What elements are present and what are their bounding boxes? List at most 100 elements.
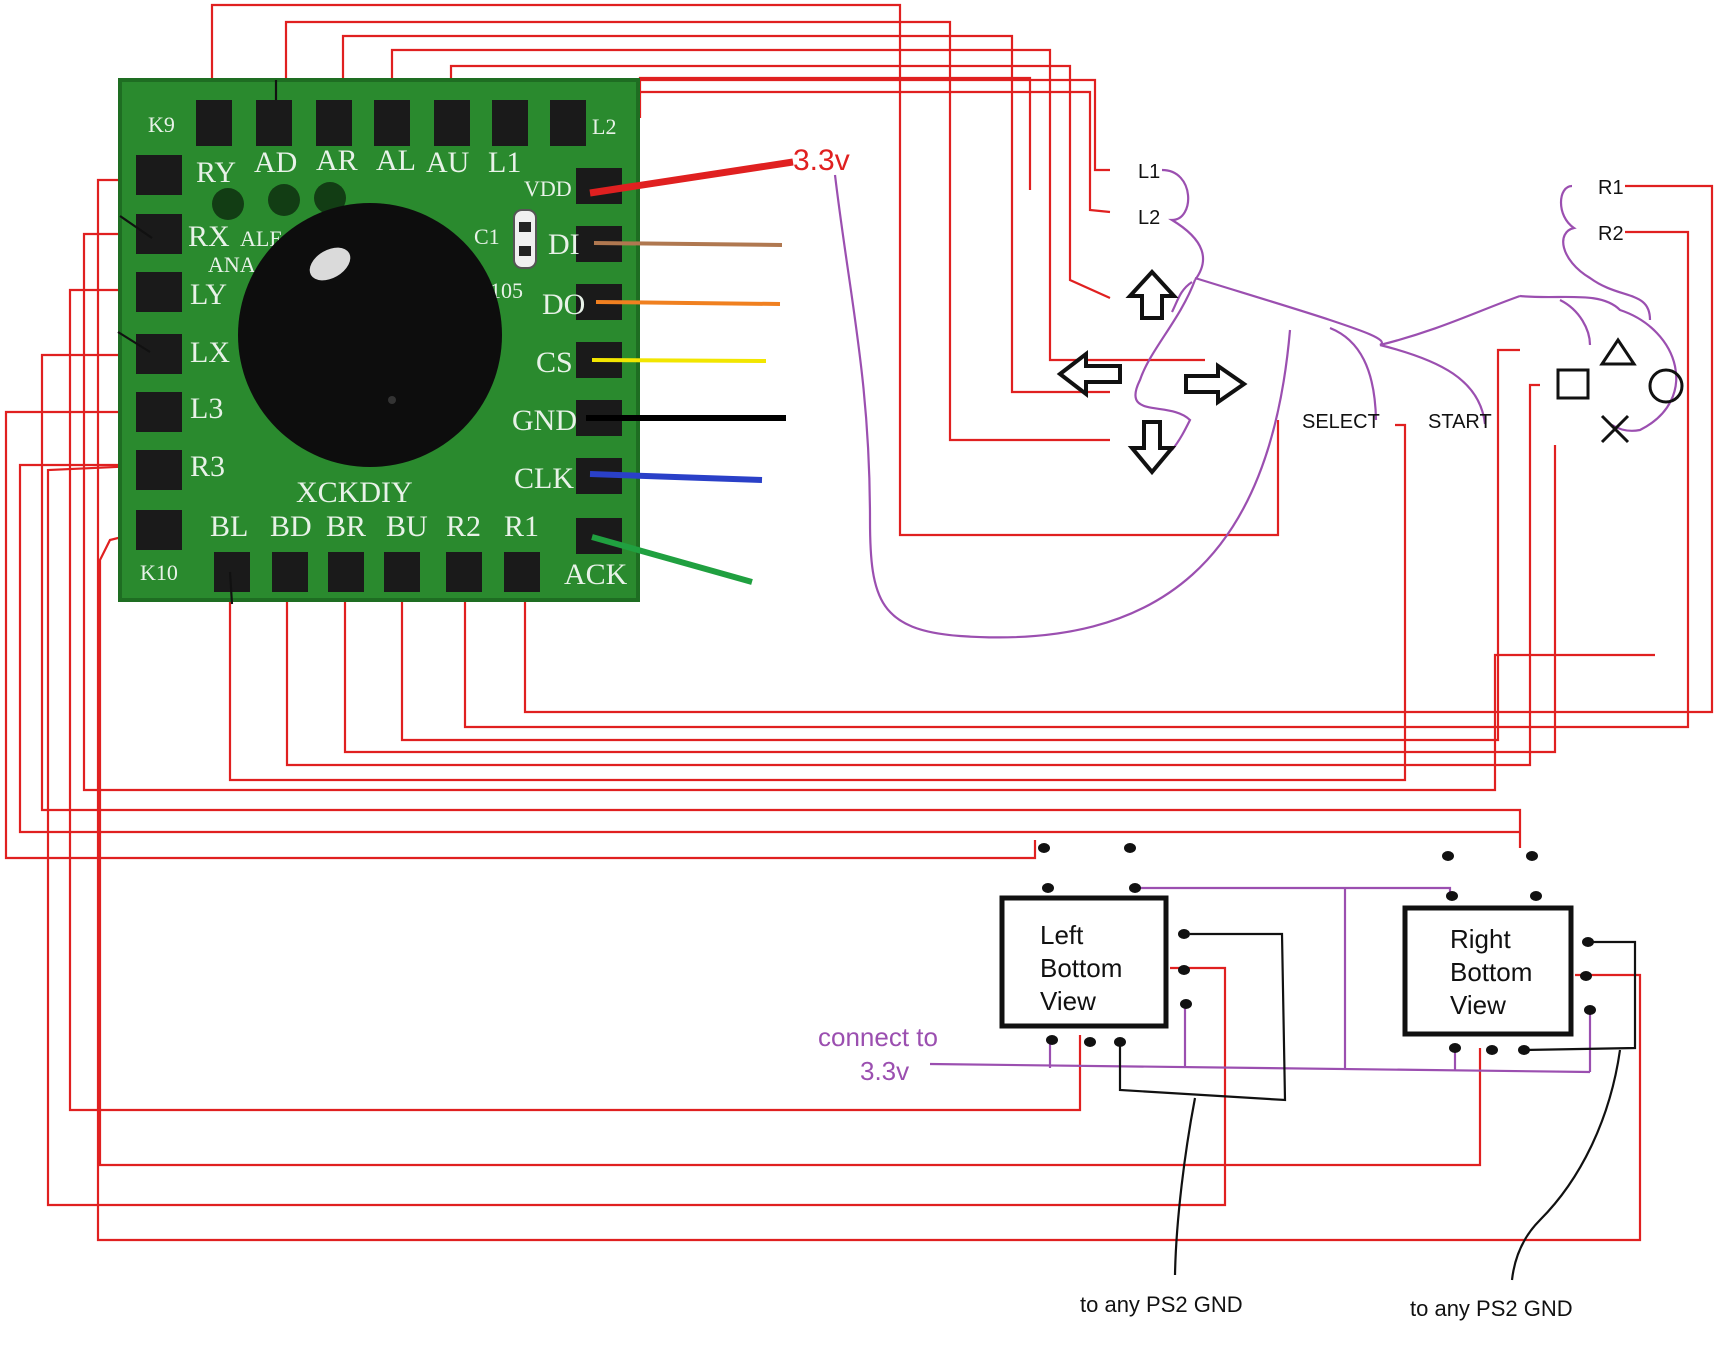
- silk-ack: ACK: [564, 558, 628, 591]
- component-dot-1: [212, 188, 244, 220]
- power-label: 3.3v: [793, 144, 850, 177]
- wire-br: [343, 445, 1557, 754]
- pad-top-2: [256, 100, 292, 146]
- pad-bot-5: [446, 552, 482, 592]
- wire-rx: [96, 178, 1642, 1242]
- vcc-up: [1171, 281, 1193, 313]
- vcc-dpad: [1134, 279, 1197, 451]
- silk-gnd: GND: [512, 404, 577, 437]
- label-select: SELECT: [1302, 411, 1380, 433]
- module-left-line1: Left: [1040, 920, 1084, 950]
- silk-rx: RX: [188, 220, 230, 253]
- label-l1: L1: [1138, 161, 1160, 183]
- silk-br: BR: [326, 510, 366, 543]
- module-left-line2: Bottom: [1040, 953, 1122, 983]
- tick-2: [117, 331, 151, 353]
- module-right-box: [1402, 905, 1574, 1037]
- arrow-up-icon: [1125, 269, 1179, 320]
- pin-ll-2: [1124, 843, 1136, 853]
- arrow-left-icon: [1056, 349, 1122, 399]
- module-right-line3: View: [1450, 990, 1506, 1020]
- vcc-start: [1379, 343, 1487, 425]
- controller-board: K9 RY AD AR AL AU L1 L2 RX ALE ANA LY LX…: [117, 78, 640, 605]
- label-r2: R2: [1598, 223, 1624, 245]
- silk-r2: R2: [446, 510, 481, 543]
- pad-left-1: [136, 155, 182, 195]
- wire-lx: [68, 288, 1082, 1112]
- silk-r3: R3: [190, 450, 225, 483]
- silk-ly: LY: [190, 278, 227, 311]
- wire-k9: [210, 3, 1280, 537]
- pin-ll-3: [1042, 883, 1054, 893]
- vcc-bottom: [929, 1062, 1591, 1074]
- capacitor-c1: [513, 209, 537, 269]
- pin-rr-4: [1530, 891, 1542, 901]
- capacitor-pad-1: [519, 222, 531, 232]
- pin-rr-5: [1582, 937, 1594, 947]
- pad-left-7: [136, 510, 182, 550]
- wire-ad: [341, 34, 1110, 394]
- pad-top-5: [434, 100, 470, 146]
- wire-vdd: [589, 158, 794, 197]
- silk-l1: L1: [488, 146, 521, 179]
- silk-ana: ANA: [208, 252, 256, 277]
- controller-layout: L1 L2 R1 R2 SELECT START: [1056, 161, 1684, 476]
- silk-l3: L3: [190, 392, 223, 425]
- vcc-select: [1329, 326, 1378, 421]
- label-l2: L2: [1138, 207, 1160, 229]
- pad-left-2: [136, 214, 182, 254]
- pin-ll-7: [1180, 999, 1192, 1009]
- pad-bot-1: [214, 552, 250, 592]
- arrow-down-icon: [1127, 420, 1177, 476]
- wire-l3: [40, 353, 1522, 848]
- vcc-triangle: [1559, 299, 1592, 346]
- capacitor-pad-2: [519, 246, 531, 256]
- wire-do: [595, 300, 781, 306]
- wire-k10: [98, 528, 1482, 1167]
- silk-di: DI: [548, 228, 580, 261]
- wire-r1: [523, 184, 1714, 714]
- gnd-note-right: to any PS2 GND: [1410, 1296, 1573, 1321]
- vcc-main: [833, 174, 1292, 639]
- label-r1: R1: [1598, 177, 1624, 199]
- component-dot-2: [268, 184, 300, 216]
- joystick-dot: [388, 396, 396, 404]
- module-left-box: [999, 895, 1169, 1029]
- pin-ll-6: [1178, 965, 1190, 975]
- wire-bl: [228, 423, 1407, 782]
- wire-bu: [400, 348, 1520, 742]
- pad-top-4: [374, 100, 410, 146]
- pin-ll-1: [1038, 843, 1050, 853]
- pad-bot-6: [504, 552, 540, 592]
- pin-rr-9: [1486, 1045, 1498, 1055]
- silk-brand: XCKDIY: [296, 476, 413, 509]
- silk-vdd: VDD: [524, 176, 572, 201]
- pin-ll-4: [1129, 883, 1141, 893]
- vcc-face: [1519, 294, 1678, 432]
- wire-cs: [591, 358, 767, 363]
- label-start: START: [1428, 411, 1492, 433]
- silk-do: DO: [542, 288, 585, 321]
- silk-bl: BL: [210, 510, 248, 543]
- pads: [136, 100, 622, 592]
- tick-1: [119, 215, 153, 239]
- arrow-right-icon: [1184, 362, 1248, 406]
- pin-ll-9: [1084, 1037, 1096, 1047]
- pin-ll-8: [1046, 1035, 1058, 1045]
- vcc-trunk: [1194, 276, 1521, 347]
- pin-rr-2: [1526, 851, 1538, 861]
- silk-r1: R1: [504, 510, 539, 543]
- module-left-line3: View: [1040, 986, 1096, 1016]
- pcb-edge: [118, 78, 640, 602]
- pad-left-6: [136, 450, 182, 490]
- pad-top-3: [316, 100, 352, 146]
- pin-rr-7: [1584, 1005, 1596, 1015]
- silk-ad: AD: [254, 146, 297, 179]
- wire-ack: [591, 534, 753, 585]
- wire-r2: [463, 230, 1690, 729]
- triangle-icon: [1599, 337, 1637, 366]
- module-right-pins: [1442, 851, 1596, 1055]
- cross-icon: [1600, 414, 1630, 444]
- joystick-highlight: [309, 247, 351, 281]
